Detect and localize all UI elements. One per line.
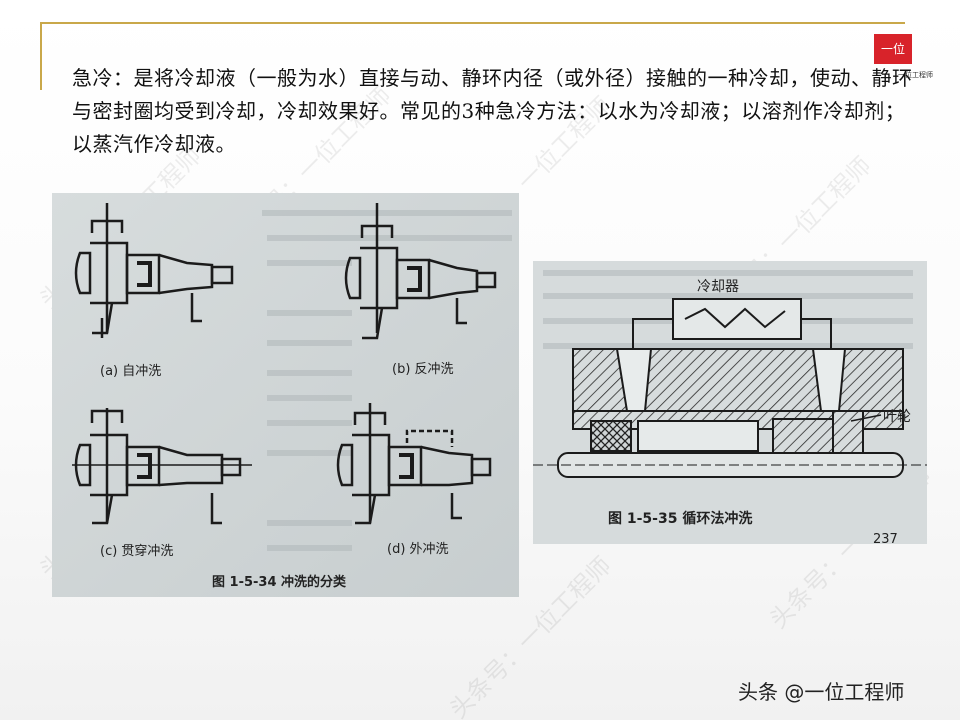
- page-number: 237: [873, 532, 898, 544]
- body-paragraph: 急冷：是将冷却液（一般为水）直接与动、静环内径（或外径）接触的一种冷却，使动、静…: [72, 66, 913, 156]
- figure-label-c: (c) 贯穿冲洗: [100, 543, 173, 559]
- figure-flushing-drawing: (a) 自冲洗 (b) 反冲洗: [52, 193, 519, 597]
- header-rule: [40, 22, 905, 24]
- cooler-label: 冷却器: [697, 279, 739, 295]
- figure-label-b: (b) 反冲洗: [392, 362, 454, 377]
- logo: 一位 一位工程师: [868, 30, 933, 90]
- logo-subtitle: 一位工程师: [898, 71, 933, 79]
- figure-caption-left: 图 1-5-34 冲洗的分类: [212, 574, 347, 590]
- figure-circulation-flushing: 冷却器 叶轮 图 1-5-35 循环法冲洗 237: [533, 261, 927, 544]
- logo-badge: 一位: [874, 34, 912, 64]
- footer-attribution: 头条 @一位工程师: [738, 680, 905, 704]
- figure-circulation-drawing: 冷却器 叶轮 图 1-5-35 循环法冲洗 237: [533, 261, 927, 544]
- figure-caption-right: 图 1-5-35 循环法冲洗: [608, 510, 752, 527]
- impeller-label: 叶轮: [883, 409, 911, 425]
- header-bracket: [40, 22, 42, 90]
- figure-label-a: (a) 自冲洗: [100, 364, 161, 379]
- figure-label-d: (d) 外冲洗: [387, 542, 449, 557]
- figure-flushing-types: (a) 自冲洗 (b) 反冲洗: [52, 193, 519, 597]
